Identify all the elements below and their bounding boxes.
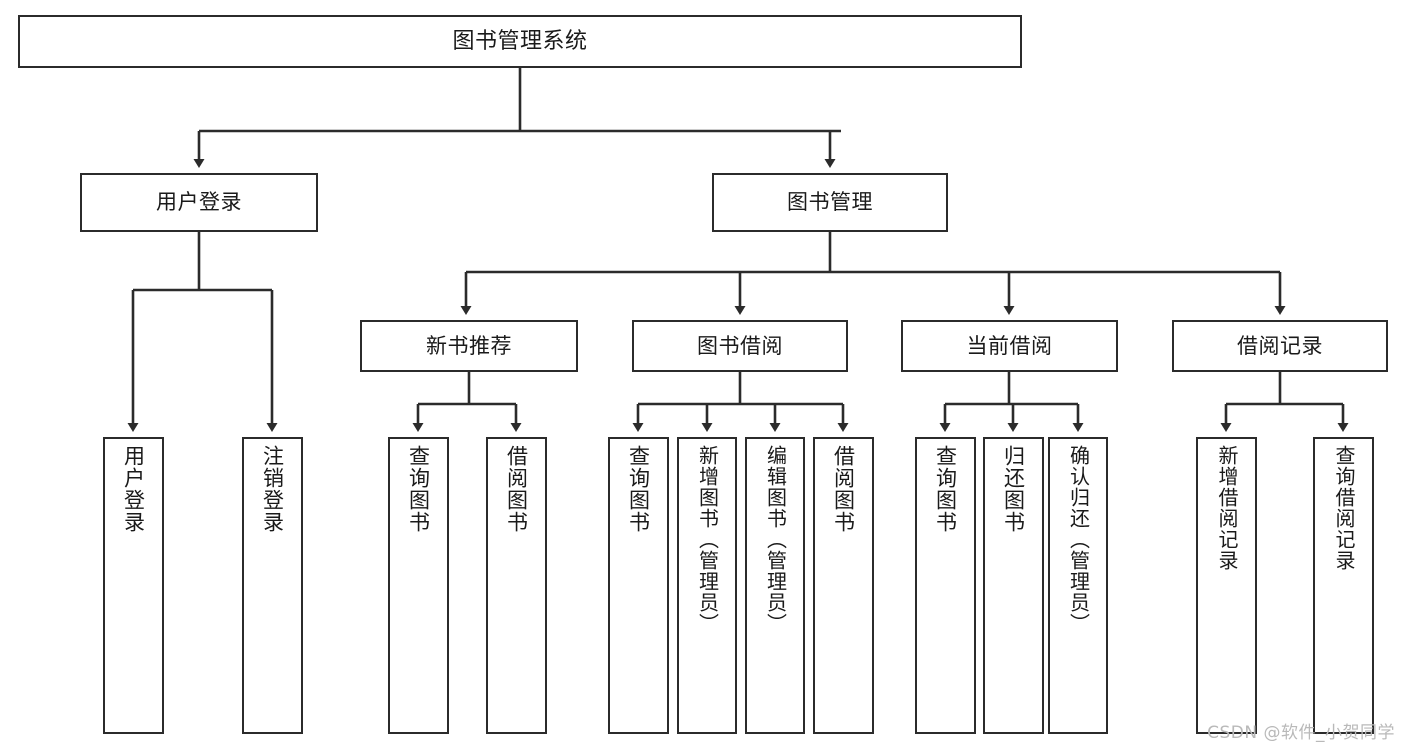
node-label: 编辑图书（管理员） bbox=[763, 445, 788, 634]
node-borrowing-record[interactable]: 借阅记录 bbox=[1172, 320, 1388, 372]
node-book-borrowing[interactable]: 图书借阅 bbox=[632, 320, 848, 372]
leaf-confirm-return-admin[interactable]: 确认归还（管理员） bbox=[1048, 437, 1108, 734]
node-user-login[interactable]: 用户登录 bbox=[80, 173, 318, 232]
leaf-return-book[interactable]: 归还图书 bbox=[983, 437, 1044, 734]
node-label: 当前借阅 bbox=[966, 333, 1053, 358]
node-label: 借阅图书 bbox=[831, 445, 856, 533]
node-label: 注销登录 bbox=[260, 445, 285, 533]
node-label: 新增图书（管理员） bbox=[695, 445, 720, 634]
leaf-edit-book-admin[interactable]: 编辑图书（管理员） bbox=[745, 437, 805, 734]
leaf-query-book-newbook[interactable]: 查询图书 bbox=[388, 437, 449, 734]
leaf-borrow-book-newbook[interactable]: 借阅图书 bbox=[486, 437, 547, 734]
node-label: 查询图书 bbox=[406, 445, 431, 533]
leaf-user-login[interactable]: 用户登录 bbox=[103, 437, 164, 734]
node-root-book-management-system[interactable]: 图书管理系统 bbox=[18, 15, 1022, 68]
node-label: 图书管理系统 bbox=[452, 28, 588, 54]
leaf-add-borrow-record[interactable]: 新增借阅记录 bbox=[1196, 437, 1257, 734]
node-label: 新书推荐 bbox=[426, 333, 512, 358]
leaf-query-borrow-record[interactable]: 查询借阅记录 bbox=[1313, 437, 1374, 734]
leaf-query-book-borrow[interactable]: 查询图书 bbox=[608, 437, 669, 734]
node-label: 归还图书 bbox=[1001, 445, 1026, 533]
node-label: 借阅图书 bbox=[504, 445, 529, 533]
node-current-borrowing[interactable]: 当前借阅 bbox=[901, 320, 1118, 372]
node-label: 图书管理 bbox=[787, 190, 873, 215]
node-book-management[interactable]: 图书管理 bbox=[712, 173, 948, 232]
leaf-logout-login[interactable]: 注销登录 bbox=[242, 437, 303, 734]
node-label: 查询图书 bbox=[626, 445, 651, 533]
leaf-query-book-current[interactable]: 查询图书 bbox=[915, 437, 976, 734]
node-label: 查询图书 bbox=[933, 445, 958, 533]
node-new-book-recommendation[interactable]: 新书推荐 bbox=[360, 320, 578, 372]
node-label: 确认归还（管理员） bbox=[1066, 445, 1091, 634]
leaf-borrow-book-borrow[interactable]: 借阅图书 bbox=[813, 437, 874, 734]
node-label: 查询借阅记录 bbox=[1332, 445, 1356, 571]
node-label: 图书借阅 bbox=[697, 333, 783, 358]
leaf-add-book-admin[interactable]: 新增图书（管理员） bbox=[677, 437, 737, 734]
node-label: 用户登录 bbox=[156, 190, 242, 215]
node-label: 用户登录 bbox=[121, 445, 146, 533]
node-label: 新增借阅记录 bbox=[1215, 445, 1239, 571]
node-label: 借阅记录 bbox=[1237, 333, 1323, 358]
